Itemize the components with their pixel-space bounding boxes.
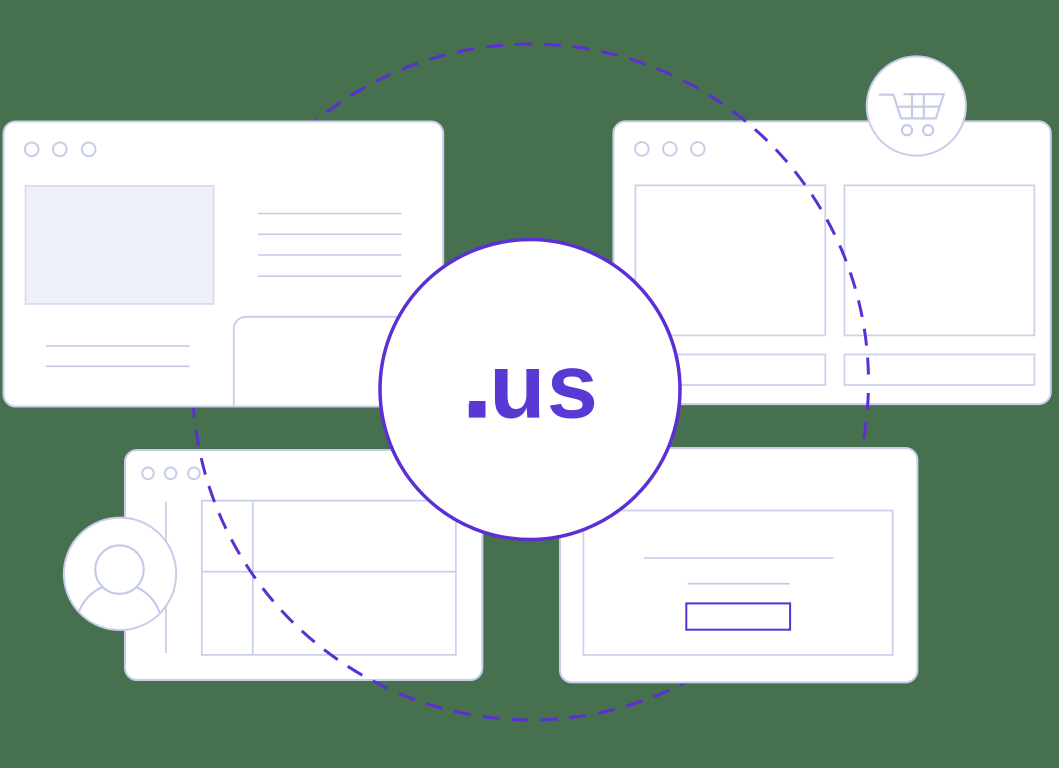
svg-text:.us: .us: [463, 336, 600, 438]
